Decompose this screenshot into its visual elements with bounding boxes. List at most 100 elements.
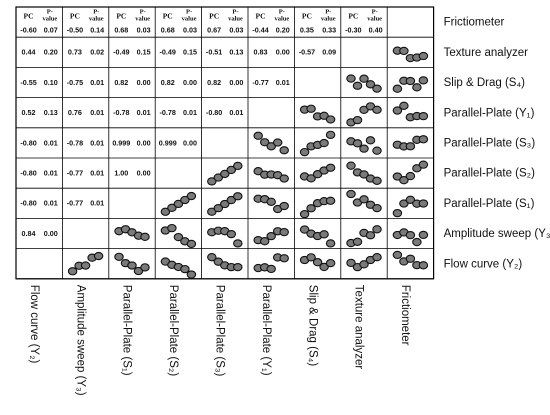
scatter-point: [359, 74, 369, 83]
p-value: 0.40: [369, 26, 383, 35]
scatter-point: [299, 147, 310, 157]
scatter-point: [306, 204, 316, 213]
scatter-point: [346, 189, 356, 199]
scatter-point: [312, 170, 323, 179]
pc-value: -0.78: [160, 108, 176, 117]
scatter-thumbnails: [67, 46, 429, 279]
p-value: 0.01: [276, 78, 290, 87]
scatter-point: [299, 225, 310, 234]
scatter-point: [266, 197, 276, 206]
pvalue-header-line2: value: [274, 16, 289, 23]
scatter-point: [399, 199, 409, 208]
column-label: Slip & Drag (S₄): [306, 285, 318, 367]
scatter-point: [359, 144, 369, 153]
p-value: 0.01: [183, 108, 197, 117]
scatter-point: [207, 253, 217, 262]
pc-value: 0.83: [254, 48, 268, 57]
pvalue-header-line2: value: [135, 16, 150, 23]
pvalue-header-line1: P-: [47, 9, 53, 16]
pc-value: -0.44: [252, 26, 268, 35]
pc-value: 0.35: [300, 26, 314, 35]
scatter-point: [418, 135, 429, 144]
column-label: Flow curve (Y₂): [28, 285, 40, 364]
pc-value: -0.80: [20, 199, 36, 208]
pc-value: 0.999: [159, 138, 177, 147]
pc-value: 0.68: [161, 26, 175, 35]
pvalue-header-line1: P-: [232, 9, 238, 16]
scatter-point: [372, 146, 382, 155]
pc-header: PC: [256, 11, 266, 20]
p-value: 0.00: [137, 169, 151, 178]
pvalue-header-line2: value: [228, 16, 243, 23]
scatter-point: [220, 199, 230, 209]
p-value: 0.15: [137, 48, 151, 57]
pc-header: PC: [348, 11, 358, 20]
pc-value: 0.84: [22, 229, 36, 238]
scatter-point: [133, 266, 144, 276]
scatter-point: [372, 203, 382, 213]
scatter-point: [405, 230, 416, 240]
pc-value: 1.00: [114, 169, 128, 178]
pc-value: 0.67: [207, 26, 221, 35]
scatter-point: [266, 231, 276, 241]
pvalue-header-line1: P-: [279, 9, 285, 16]
scatter-point: [372, 176, 382, 185]
pc-value: 0.76: [68, 108, 82, 117]
pc-value: -0.77: [67, 169, 83, 178]
scatter-point: [325, 130, 336, 140]
scatter-point: [352, 81, 363, 90]
scatter-point: [412, 83, 422, 92]
scatter-point: [325, 239, 336, 248]
scatter-point: [359, 260, 369, 269]
scatter-point: [306, 174, 316, 183]
scatter-point: [365, 80, 376, 89]
p-value: 0.15: [183, 48, 197, 57]
row-label: Frictiometer: [444, 17, 505, 29]
scatter-point: [325, 163, 336, 172]
p-value: 0.00: [183, 78, 197, 87]
scatter-point: [186, 270, 197, 279]
scatter-point: [140, 263, 150, 272]
pvalue-header-line2: value: [321, 16, 336, 23]
scatter-point: [233, 262, 243, 272]
p-value: 0.01: [90, 169, 104, 178]
scatter-point: [359, 170, 369, 179]
pc-value: 0.44: [22, 48, 36, 57]
p-value: 0.20: [44, 48, 58, 57]
scatter-point: [392, 84, 403, 93]
pc-value: 0.73: [68, 48, 82, 57]
scatter-point: [279, 201, 289, 211]
scatter-point: [306, 253, 316, 262]
p-value: 0.13: [44, 108, 58, 117]
scatter-point: [392, 106, 403, 115]
scatter-point: [405, 171, 416, 181]
scatter-point: [259, 138, 270, 147]
column-label: Parallel-Plate (S₂): [167, 285, 179, 377]
scatter-point: [319, 262, 329, 272]
scatter-point: [352, 115, 363, 125]
scatter-point: [306, 104, 316, 113]
scatter-point: [220, 169, 230, 179]
scatter-point: [399, 176, 409, 185]
pc-value: -0.49: [113, 48, 129, 57]
scatter-point: [325, 258, 336, 268]
scatter-point: [279, 146, 289, 155]
p-value: 0.01: [90, 78, 104, 87]
p-value: 0.00: [44, 229, 58, 238]
pc-header: PC: [116, 11, 126, 20]
pc-value: 0.52: [22, 108, 36, 117]
scatter-point: [279, 254, 289, 263]
row-label: Parallel-Plate (S₃): [444, 138, 536, 150]
p-value: 0.03: [229, 26, 243, 35]
scatter-point: [319, 138, 329, 148]
scatter-point: [418, 111, 429, 121]
p-value: 0.20: [276, 26, 290, 35]
scatter-point: [372, 225, 382, 234]
p-value: 0.00: [276, 48, 290, 57]
pc-value: -0.80: [206, 108, 222, 117]
row-label: Amplitude sweep (Y₃): [444, 228, 550, 240]
p-value: 0.01: [44, 138, 58, 147]
row-label: Slip & Drag (S₄): [444, 77, 526, 89]
matrix-frame: [15, 6, 435, 280]
p-value: 0.13: [229, 48, 243, 57]
